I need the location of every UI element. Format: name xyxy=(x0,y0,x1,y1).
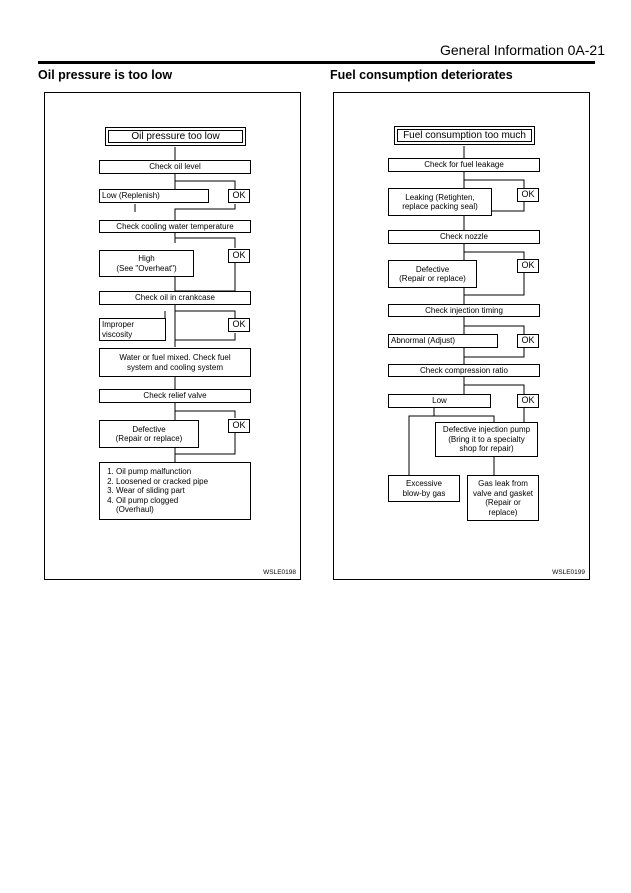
cause-item: Oil pump clogged (Overhaul) xyxy=(116,496,208,515)
check-crankcase-box: Check oil in crankcase xyxy=(99,291,251,305)
low-replenish-box: Low (Replenish) xyxy=(99,189,209,203)
high-overheat-box: High (See "Overheat") xyxy=(99,250,194,277)
right-ok-box-4: OK xyxy=(517,394,539,408)
right-ok-box-3: OK xyxy=(517,334,539,348)
ok-box-2: OK xyxy=(228,249,250,263)
check-nozzle-box: Check nozzle xyxy=(388,230,540,244)
right-defective-box: Defective (Repair or replace) xyxy=(388,260,477,288)
header-rule xyxy=(38,61,595,64)
left-figure-code: WSLE0198 xyxy=(263,569,296,576)
abnormal-box: Abnormal (Adjust) xyxy=(388,334,498,348)
page-header: General Information 0A-21 xyxy=(440,42,605,58)
oil-pressure-flowchart: Oil pressure too low Check oil level Low… xyxy=(44,92,301,580)
improper-viscosity-box: Improper viscosity xyxy=(99,318,166,341)
fuel-consumption-flowchart: Fuel consumption too much Check for fuel… xyxy=(333,92,590,580)
cause-item: Oil pump malfunction xyxy=(116,467,208,477)
defective-pump-box: Defective injection pump (Bring it to a … xyxy=(435,422,538,457)
leaking-box: Leaking (Retighten, replace packing seal… xyxy=(388,188,492,216)
left-section-title: Oil pressure is too low xyxy=(38,68,173,82)
check-cooling-box: Check cooling water temperature xyxy=(99,220,251,233)
ok-box-1: OK xyxy=(228,189,250,203)
left-connector-lines xyxy=(134,147,236,462)
check-compression-box: Check compression ratio xyxy=(388,364,540,377)
gas-leak-box: Gas leak from valve and gasket (Repair o… xyxy=(467,475,539,521)
right-ok-box-2: OK xyxy=(517,259,539,273)
check-oil-level-box: Check oil level xyxy=(99,160,251,174)
right-section-title: Fuel consumption deteriorates xyxy=(330,68,513,82)
cause-item: Loosened or cracked pipe xyxy=(116,477,208,487)
right-title-box: Fuel consumption too much xyxy=(394,126,535,145)
right-figure-code: WSLE0199 xyxy=(552,569,585,576)
check-leakage-box: Check for fuel leakage xyxy=(388,158,540,172)
low-box: Low xyxy=(388,394,491,408)
water-fuel-mixed-box: Water or fuel mixed. Check fuel system a… xyxy=(99,348,251,377)
right-ok-box-1: OK xyxy=(517,188,539,202)
left-defective-box: Defective (Repair or replace) xyxy=(99,420,199,448)
cause-item: Wear of sliding part xyxy=(116,486,208,496)
check-timing-box: Check injection timing xyxy=(388,304,540,317)
excessive-blowby-box: Excessive blow-by gas xyxy=(388,475,460,502)
check-relief-box: Check relief valve xyxy=(99,389,251,403)
causes-box: Oil pump malfunctionLoosened or cracked … xyxy=(99,462,251,520)
causes-list: Oil pump malfunctionLoosened or cracked … xyxy=(102,467,208,515)
left-title-box: Oil pressure too low xyxy=(105,127,246,146)
ok-box-3: OK xyxy=(228,318,250,332)
ok-box-4: OK xyxy=(228,419,250,433)
